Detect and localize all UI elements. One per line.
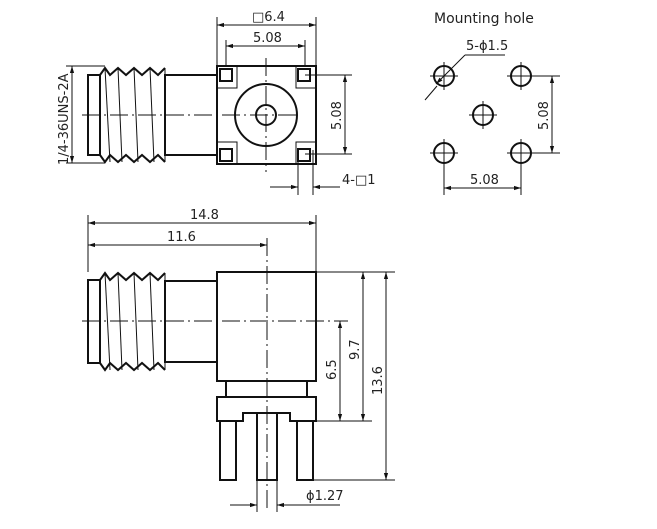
top-view: □6.4 5.08 5.08 4-□1 1/4-36UNS-2A xyxy=(57,10,376,195)
dim-5-08-vertical: 5.08 xyxy=(330,101,345,130)
dim-13-6: 13.6 xyxy=(371,366,386,395)
dim-6-4: □6.4 xyxy=(252,10,285,25)
mounting-hole-view: Mounting hole 5-ϕ1.5 5.08 5.08 xyxy=(424,11,560,195)
dim-11-6: 11.6 xyxy=(167,230,196,245)
side-view: 14.8 11.6 6.5 9.7 13.6 ϕ1.27 xyxy=(82,208,395,512)
dim-hole-horizontal: 5.08 xyxy=(470,173,499,188)
dim-5-08-top: 5.08 xyxy=(253,31,282,46)
mounting-hole-title: Mounting hole xyxy=(434,11,534,27)
dim-9-7: 9.7 xyxy=(348,339,363,360)
dim-14-8: 14.8 xyxy=(190,208,219,223)
dim-pin: ϕ1.27 xyxy=(306,489,344,504)
dim-hole: 5-ϕ1.5 xyxy=(466,39,508,54)
dim-hole-vertical: 5.08 xyxy=(537,101,552,130)
dim-6-5: 6.5 xyxy=(325,359,340,380)
dim-pad: 4-□1 xyxy=(342,173,376,188)
thread-label: 1/4-36UNS-2A xyxy=(57,73,72,165)
